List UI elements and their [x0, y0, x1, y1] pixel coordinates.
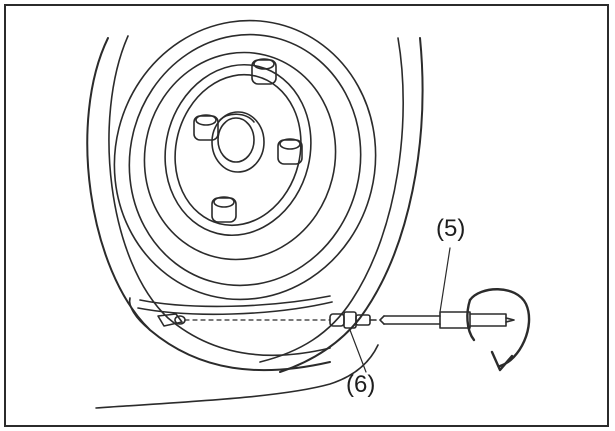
wheel-rim [113, 19, 377, 316]
leader-line-5 [439, 247, 451, 313]
lug-nut [277, 138, 303, 165]
leader-line-6 [349, 329, 367, 373]
lug-nut [211, 196, 237, 223]
lug-nuts [193, 58, 303, 223]
callout-label-tool: (5) [436, 215, 466, 242]
figure-frame [4, 4, 609, 427]
hub-center [211, 111, 265, 173]
lug-nut [193, 114, 219, 141]
callout-label-valve-core: (6) [346, 371, 376, 398]
tire [86, 35, 424, 409]
lug-nut [251, 58, 277, 85]
valve-core-tool [379, 288, 531, 372]
valve-core [329, 311, 377, 329]
